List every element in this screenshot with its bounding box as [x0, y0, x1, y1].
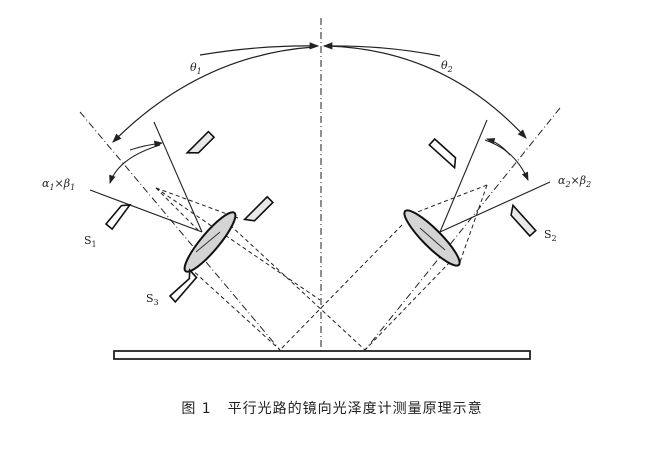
right-aperture-line-lower	[439, 181, 551, 233]
left-aperture-line-lower	[89, 189, 203, 233]
theta2-arc-start	[322, 42, 441, 57]
theta2-label: θ2	[441, 59, 453, 74]
alpha1-beta1-arc-start	[129, 140, 164, 151]
left-beam-to-plate	[229, 224, 366, 351]
figure-number: 图 1	[181, 401, 212, 417]
slit-s3	[168, 268, 198, 304]
s2-label: S2	[544, 228, 557, 243]
alpha1-beta1-arc	[109, 144, 161, 185]
left-beam-to-plate-2	[189, 267, 281, 351]
right-aperture-line-upper	[439, 119, 488, 233]
caption-text: 平行光路的镜向光泽度计测量原理示意	[227, 401, 483, 417]
right-optical-axis	[364, 107, 561, 351]
sample-plate	[113, 350, 531, 360]
alpha2-beta2-label: α2×β2	[558, 174, 591, 189]
right-beam-to-plate-2	[364, 261, 451, 351]
left-optical-axis	[79, 111, 281, 351]
alpha2-beta2-arc-start	[485, 138, 511, 156]
right-beam-to-plate-1	[279, 224, 403, 351]
slit-s2	[510, 203, 537, 238]
s1-label: S1	[84, 234, 97, 249]
s3-label: S3	[146, 292, 159, 307]
slit-upper-right	[428, 137, 457, 170]
alpha1-beta1-label: α1×β1	[42, 177, 75, 192]
right-beam-1	[401, 184, 488, 219]
theta1-arc-start	[199, 42, 320, 56]
left-aperture-line-upper	[153, 121, 203, 233]
left-beam-2	[155, 187, 201, 233]
figure-caption: 图 1 平行光路的镜向光泽度计测量原理示意	[0, 398, 664, 418]
left-beam-1	[155, 187, 321, 301]
theta2-arc	[327, 45, 527, 139]
slit-s1	[104, 203, 132, 231]
slit-upper-left	[185, 130, 216, 154]
theta1-arc	[112, 46, 315, 143]
right-beam-2	[459, 184, 488, 263]
slit-upper-right-of-left-lens	[242, 195, 275, 222]
left-beam-3	[155, 187, 239, 219]
left-lens	[183, 211, 237, 273]
theta1-label: θ1	[190, 61, 202, 76]
